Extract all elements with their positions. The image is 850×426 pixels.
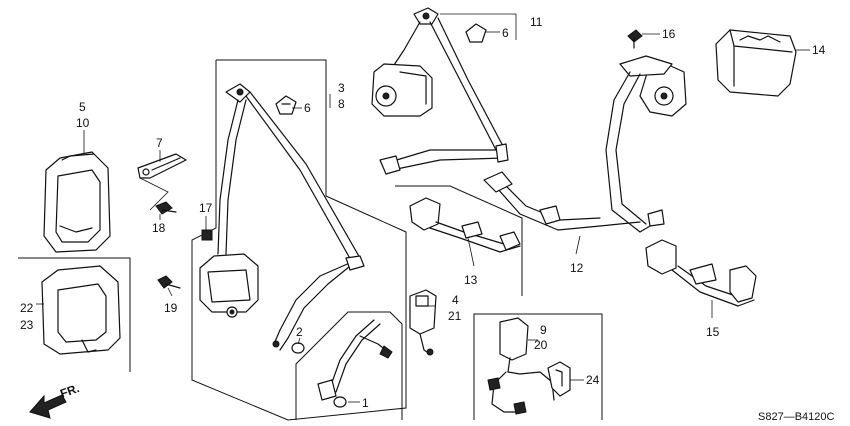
callout-2: 2: [296, 325, 303, 339]
callout-8: 8: [338, 97, 345, 111]
callout-11: 11: [530, 15, 543, 29]
callout-19: 19: [164, 301, 178, 315]
clip-24: [547, 361, 571, 397]
callout-3: 3: [338, 81, 345, 95]
callout-9: 9: [540, 323, 547, 337]
callout-6-rear: 6: [502, 26, 509, 40]
callout-14: 14: [812, 43, 826, 57]
buckle-switch-9: [487, 317, 555, 415]
cap-6-front: [275, 95, 297, 115]
callout-15: 15: [706, 325, 720, 339]
pillar-cover-lower: [41, 265, 121, 355]
buckle-4: [409, 289, 437, 356]
bolt-19: [157, 275, 181, 289]
callout-12: 12: [570, 261, 584, 275]
callout-13: 13: [464, 273, 478, 287]
callout-6-front: 6: [304, 101, 311, 115]
bolt-16: [627, 29, 643, 49]
leader-lines: [36, 13, 810, 403]
rear-buckle-15: [645, 239, 757, 307]
callout-18: 18: [152, 221, 166, 235]
pillar-cover-upper: [43, 151, 111, 253]
clip-17: [201, 229, 213, 241]
callout-7: 7: [156, 136, 163, 150]
callout-23: 23: [20, 318, 34, 332]
callout-22: 22: [20, 301, 34, 315]
cap-6-rear: [465, 23, 487, 43]
rear-buckle-13: [409, 197, 521, 253]
callout-5: 5: [79, 100, 86, 114]
callout-21: 21: [448, 309, 462, 323]
callout-24: 24: [586, 373, 600, 387]
callout-10: 10: [76, 116, 90, 130]
front-buckle-stalk: [317, 319, 393, 408]
callout-17: 17: [199, 201, 213, 215]
diagram-code: S827—B4120C: [758, 411, 834, 423]
callout-1: 1: [362, 396, 369, 410]
front-direction-arrow: FR.: [29, 381, 81, 419]
bolt-18: [155, 201, 177, 215]
front-belt-assembly: [199, 83, 365, 351]
rear-outer-belt: [483, 55, 687, 233]
callout-16: 16: [662, 27, 676, 41]
cap-2: [291, 342, 305, 354]
rear-center-belt: [371, 7, 509, 175]
direction-label: FR.: [58, 381, 81, 401]
callout-labels: 5 10 7 18 17 19 22 23 3 8 6 2 1 4 21 13 …: [20, 15, 826, 410]
callout-4: 4: [452, 293, 459, 307]
cover-14: [715, 29, 797, 97]
anchor-plate: [137, 153, 187, 179]
callout-20: 20: [534, 338, 548, 352]
